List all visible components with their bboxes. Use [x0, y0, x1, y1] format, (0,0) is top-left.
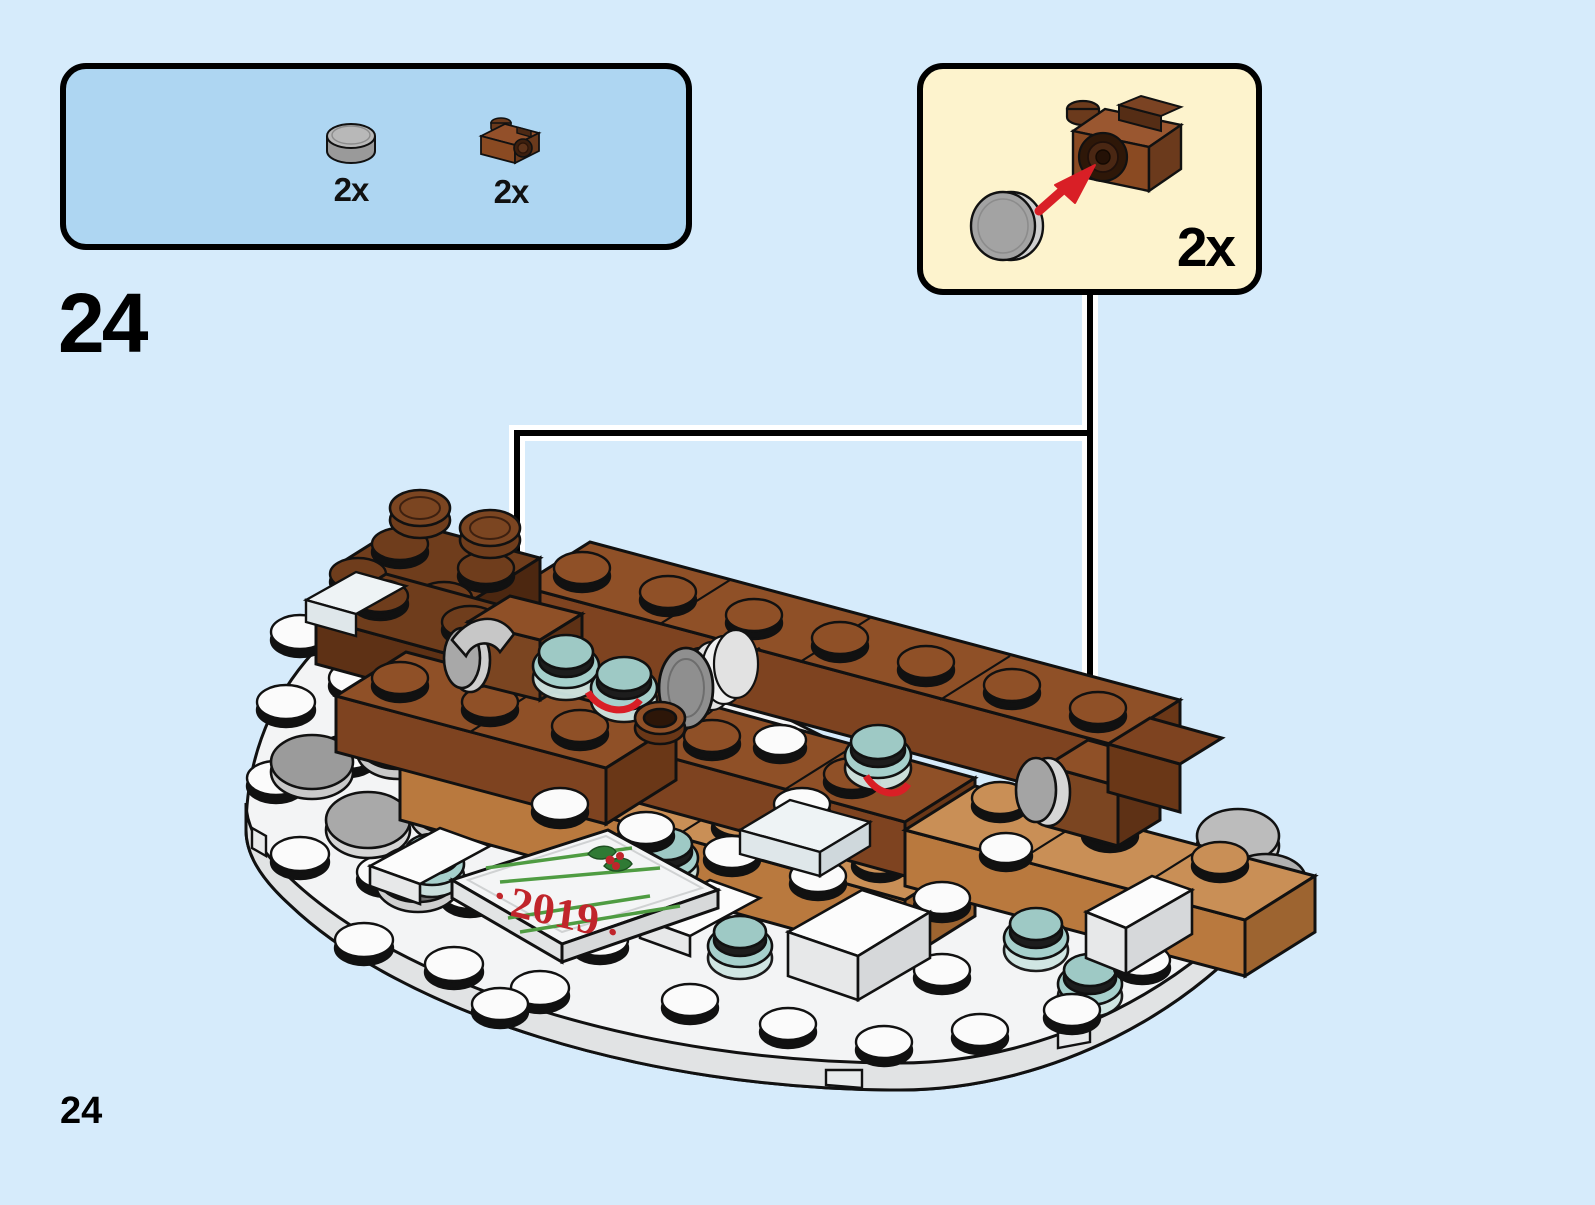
trans-plate [589, 655, 659, 724]
parts-bill-item-round-tile: 2x [281, 117, 421, 206]
parts-bill-item-headlight-brick: 2x [441, 111, 581, 208]
svg-text:·: · [603, 908, 622, 955]
holly-icon [587, 845, 633, 872]
trans-plate [531, 633, 601, 702]
headlight-brick-1x1-icon [478, 117, 542, 165]
brown-right-end-block [1104, 716, 1226, 814]
clear-plates [302, 570, 874, 879]
grey-arch-element [450, 617, 516, 659]
trans-plate [706, 914, 774, 981]
decorated-tile-2019: 2019 · · [448, 828, 722, 965]
callout-sub-assembly-illustration [969, 94, 1184, 262]
callout-quantity: 2x [1176, 216, 1236, 278]
center-white-studs [470, 723, 1172, 1068]
callout-headlight-brick [1065, 94, 1184, 194]
trans-plate [1002, 906, 1070, 973]
page-number: 24 [60, 1090, 103, 1132]
callout-sub-assembly-box: 2x [917, 63, 1262, 295]
white-slope-wedges [366, 826, 1196, 1003]
callout-assembly-arrow [1034, 164, 1096, 216]
brown-front-block [332, 650, 680, 827]
trans-blue-round-plates [398, 633, 1124, 1019]
parts-bill-item-quantity: 2x [493, 173, 530, 210]
round-tile-1x1-icon [326, 123, 376, 164]
svg-text:·: · [490, 872, 509, 919]
red-accent-elements [585, 689, 912, 797]
callout-round-tile [969, 190, 1045, 262]
rolling-pin-element [657, 628, 761, 730]
trans-plate [843, 723, 913, 792]
brown-round-plate [633, 700, 687, 746]
parts-bill-item-quantity: 2x [333, 171, 370, 208]
parts-bill-box: 2x 2x [60, 63, 692, 250]
step-number: 24 [58, 276, 148, 370]
